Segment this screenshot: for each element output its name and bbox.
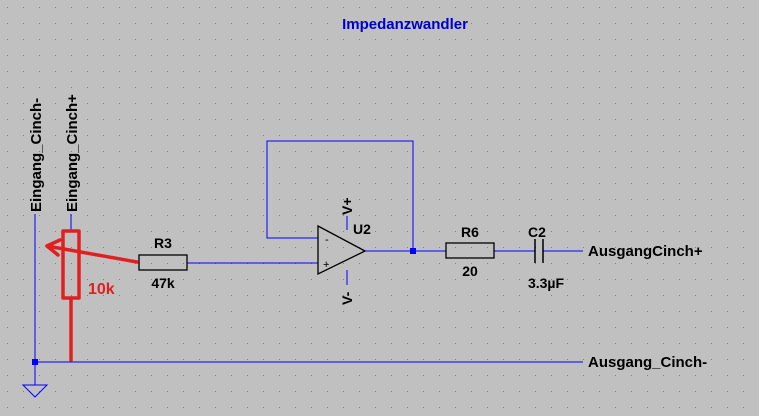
net-label-input-minus[interactable]: Eingang_Cinch- (28, 98, 45, 212)
r6-ref-label: R6 (461, 224, 479, 240)
capacitor-c2-icon[interactable] (534, 239, 544, 263)
opamp-triangle-icon[interactable] (317, 224, 367, 276)
potentiometer-wiper-arrow (45, 244, 60, 257)
resistor-r6-icon[interactable] (445, 242, 495, 259)
r6-value-label: 20 (462, 263, 478, 279)
net-label-output-minus[interactable]: Ausgang_Cinch- (588, 354, 707, 371)
potentiometer-value-label: 10k (88, 281, 115, 298)
net-label-output-plus[interactable]: AusgangCinch+ (588, 243, 703, 260)
wire-feedback[interactable] (266, 140, 414, 251)
potentiometer-annotation (45, 229, 139, 362)
opamp-minus-input-sign: - (325, 234, 329, 246)
opamp-vminus-label: V- (339, 291, 355, 305)
opamp-plus-input-sign: + (323, 259, 329, 271)
schematic-title: Impedanzwandler (342, 16, 468, 33)
resistor-r3-icon[interactable] (138, 254, 188, 271)
u2-ref-label: U2 (353, 221, 371, 237)
net-label-input-plus[interactable]: Eingang_Cinch+ (64, 94, 81, 212)
opamp-vplus-label: V+ (339, 197, 355, 215)
c2-ref-label: C2 (528, 224, 546, 240)
junction-dot-icon (32, 359, 38, 365)
junction-dot-icon (410, 248, 416, 254)
r3-ref-label: R3 (154, 235, 172, 251)
ground-symbol-icon[interactable] (21, 384, 49, 398)
wires (34, 140, 583, 385)
c2-value-label: 3.3µF (528, 275, 565, 291)
r3-value-label: 47k (151, 275, 175, 291)
